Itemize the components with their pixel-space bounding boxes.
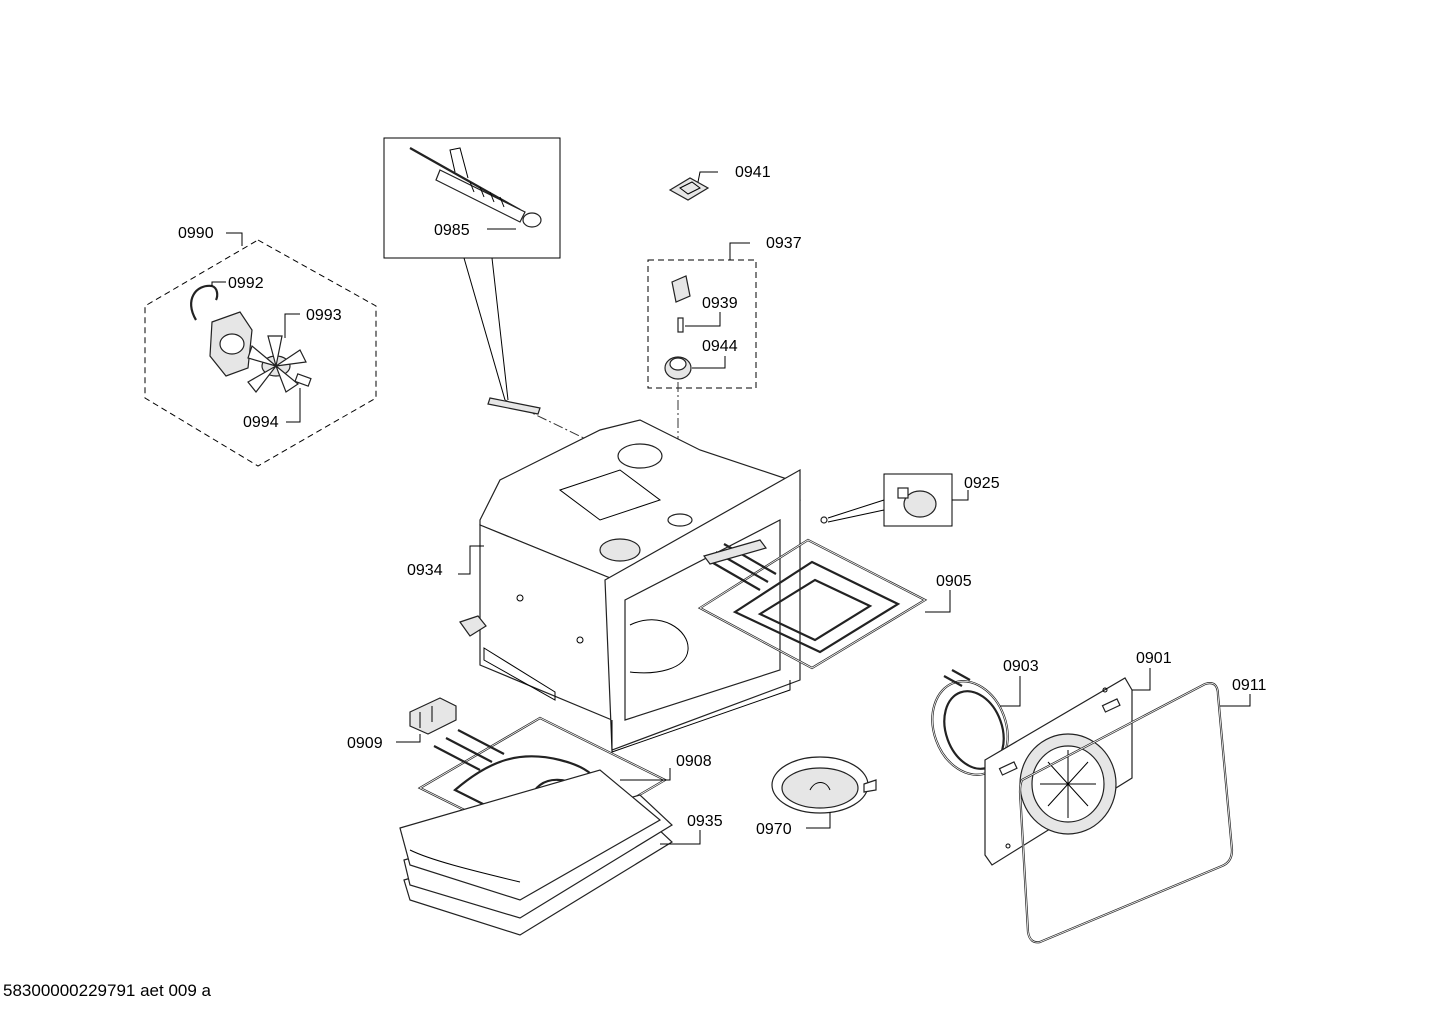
label-0941: 0941 <box>735 164 771 181</box>
dish-0970 <box>771 756 877 814</box>
label-0937: 0937 <box>766 235 802 252</box>
group-0937: 0937 0939 0944 <box>647 235 802 520</box>
label-0911: 0911 <box>1232 677 1267 694</box>
gasket-0911 <box>1018 682 1234 944</box>
fan-impeller-0993 <box>247 335 312 393</box>
label-0993: 0993 <box>306 307 342 324</box>
label-0903: 0903 <box>1003 658 1039 675</box>
label-0985: 0985 <box>434 222 470 239</box>
detail-box-0985: 0985 <box>383 137 561 401</box>
document-footer-id: 58300000229791 aet 009 a <box>3 981 211 1000</box>
label-0908: 0908 <box>676 753 712 770</box>
bracket-0909 <box>409 697 457 735</box>
label-0901: 0901 <box>1136 650 1172 667</box>
label-0925: 0925 <box>964 475 1000 492</box>
label-0944: 0944 <box>702 338 738 355</box>
label-0992: 0992 <box>228 275 264 292</box>
rod-part-0985 <box>409 147 542 228</box>
label-0935: 0935 <box>687 813 723 830</box>
fan-motor <box>209 311 253 377</box>
insulation-0935 <box>399 769 673 936</box>
label-0905: 0905 <box>936 573 972 590</box>
rod-small <box>487 397 541 415</box>
label-0990: 0990 <box>178 225 214 242</box>
detail-box-0925: 0925 <box>820 473 1000 527</box>
knob-0925 <box>897 487 937 518</box>
part-0941: 0941 <box>668 164 771 201</box>
part-0944-lamp-cover <box>664 356 692 380</box>
part-0939-socket <box>671 275 691 333</box>
label-0939: 0939 <box>702 295 738 312</box>
label-0934: 0934 <box>407 562 443 579</box>
label-0909: 0909 <box>347 735 383 752</box>
label-0994: 0994 <box>243 414 279 431</box>
oven-cavity-0934 <box>459 419 801 753</box>
upper-heater-0905 <box>697 538 928 670</box>
group-0990: 0990 0992 0993 0994 <box>144 225 377 467</box>
label-0970: 0970 <box>756 821 792 838</box>
